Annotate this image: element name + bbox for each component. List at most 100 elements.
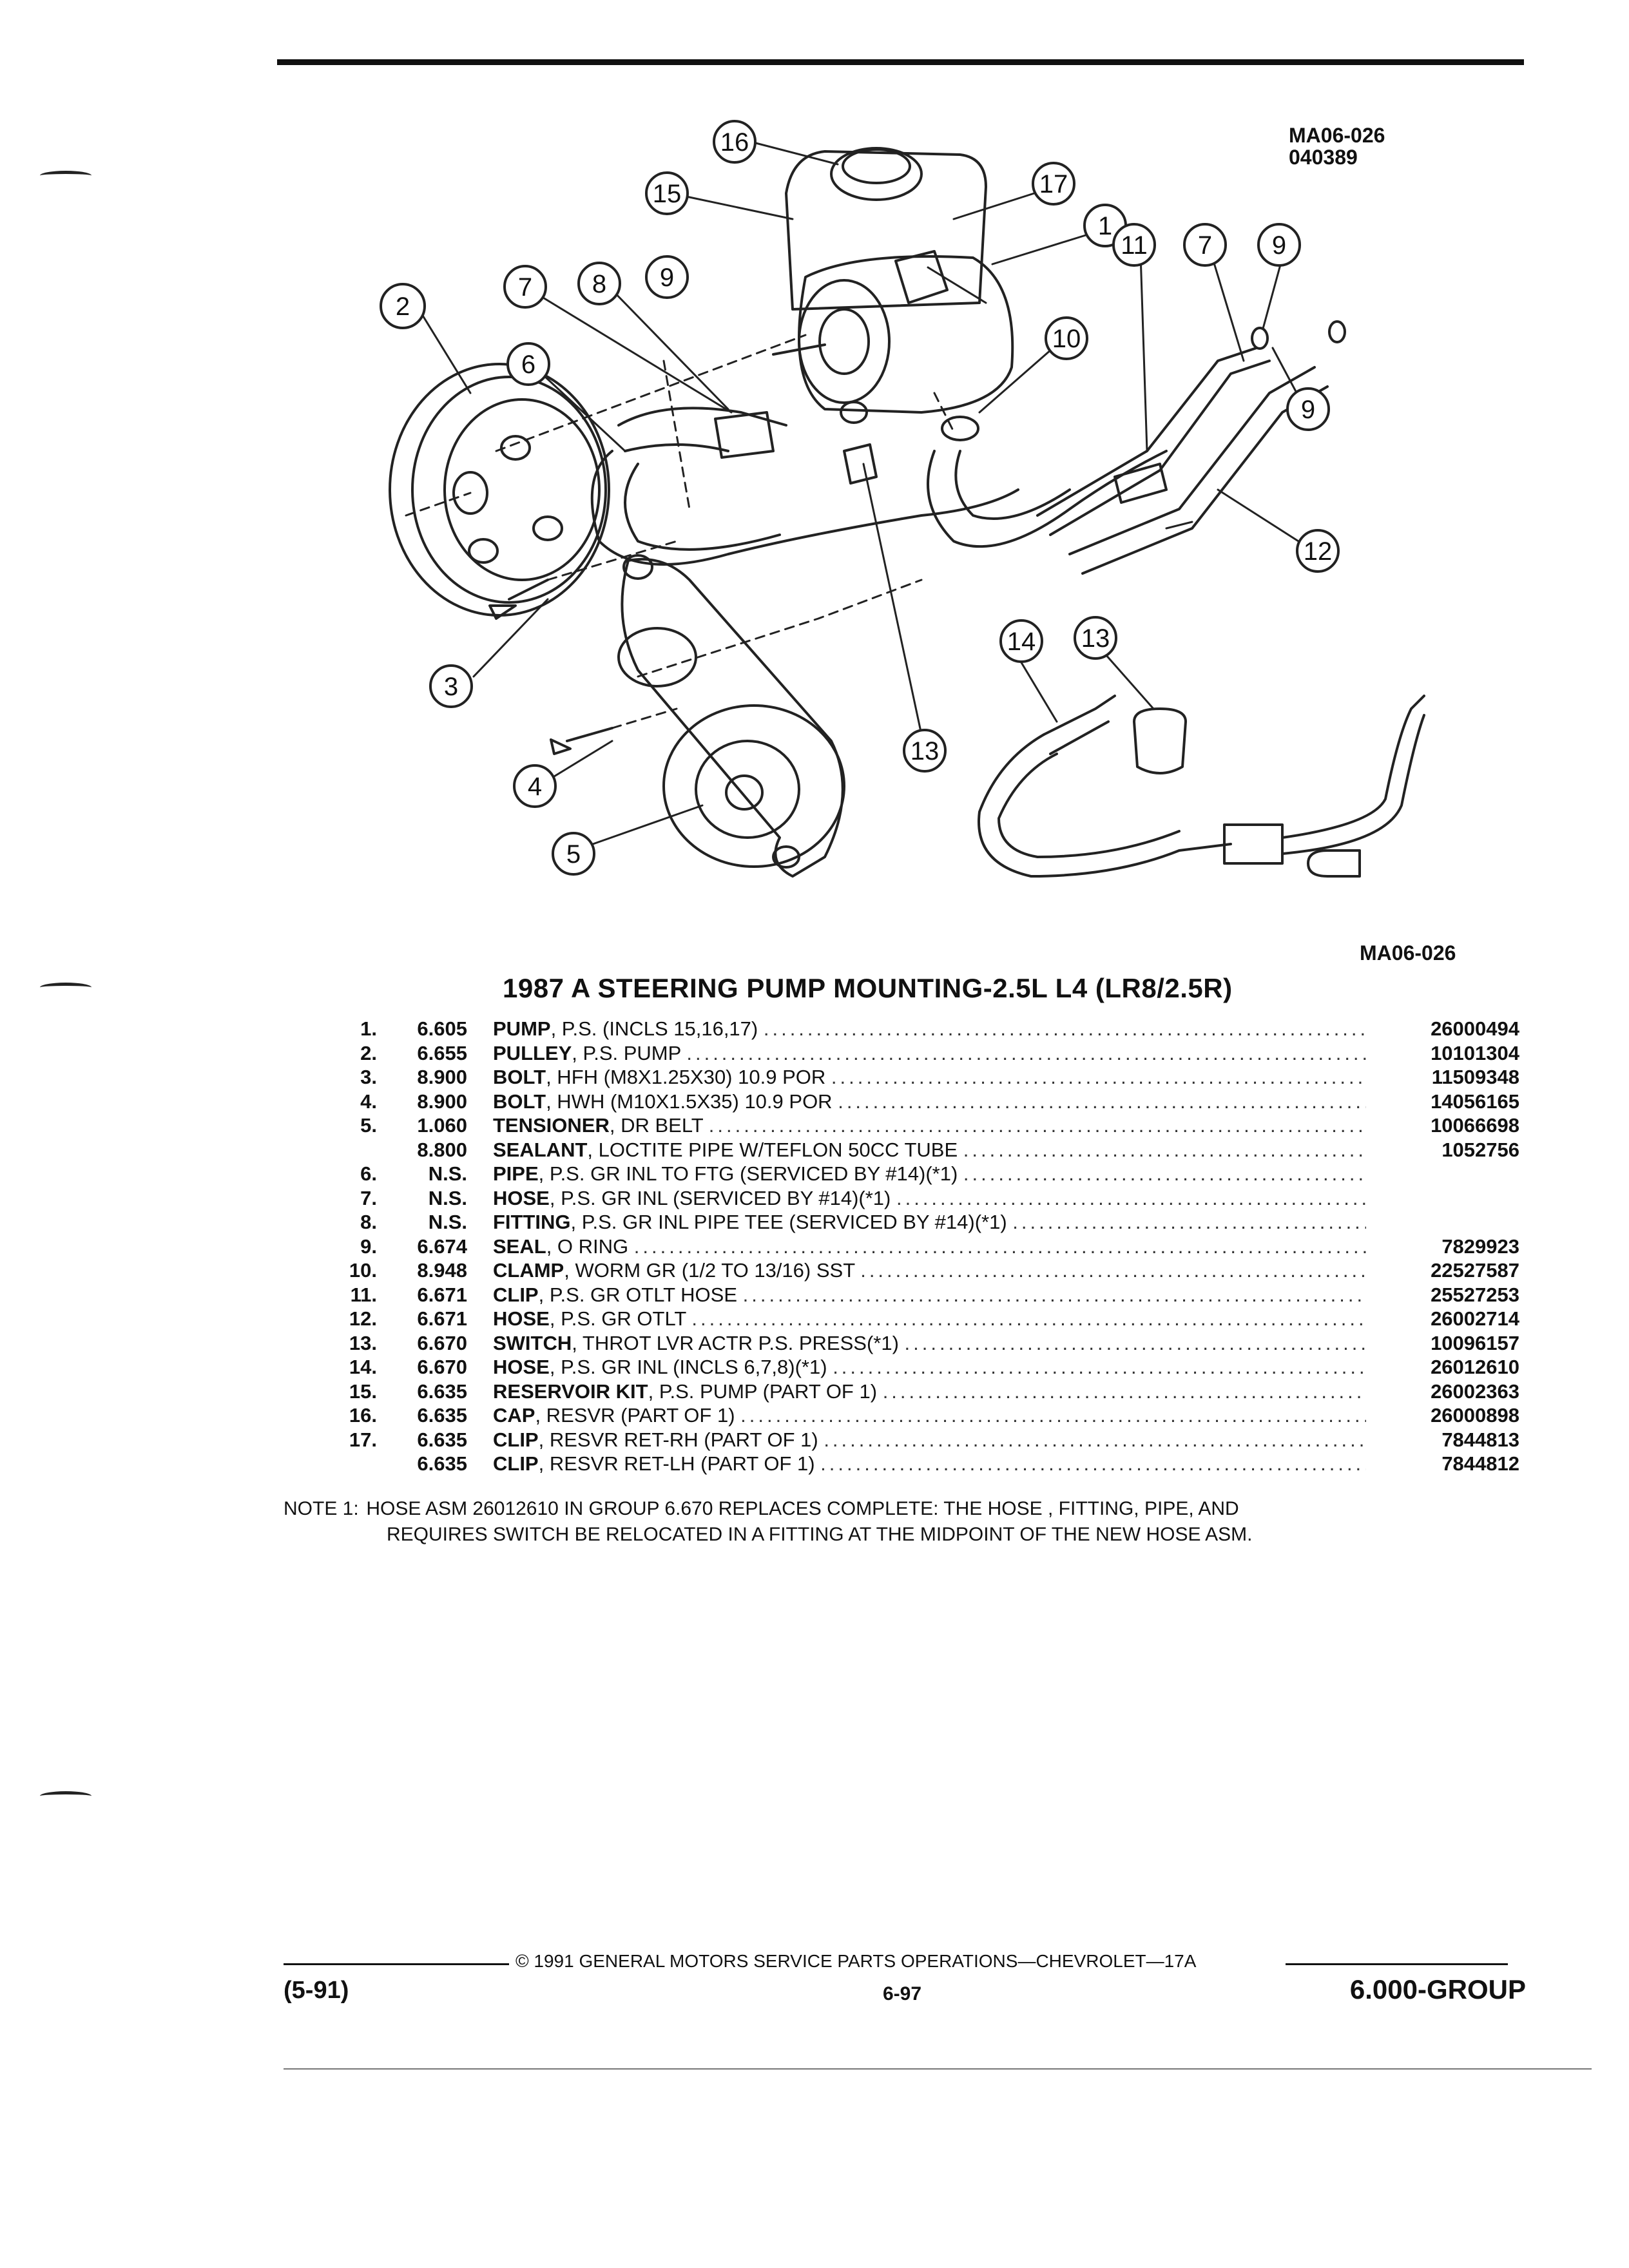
part-group: 8.900 — [417, 1090, 467, 1113]
part-name: CLAMP — [493, 1259, 564, 1282]
reservoir — [785, 150, 987, 311]
part-name: CLIP — [493, 1283, 539, 1306]
svg-text:7: 7 — [1198, 231, 1212, 260]
part-description: FITTING, P.S. GR INL PIPE TEE (SERVICED … — [493, 1210, 1366, 1234]
svg-text:14: 14 — [1007, 628, 1036, 656]
part-description: TENSIONER, DR BELT .....................… — [493, 1113, 1366, 1137]
part-name: HOSE — [493, 1356, 550, 1378]
leader-dots: ........................................… — [963, 1138, 1366, 1161]
footer-date: (5-91) — [284, 1977, 349, 2004]
callout-4: 4 — [513, 764, 557, 808]
part-detail: , HFH (M8X1.25X30) 10.9 POR — [546, 1066, 826, 1088]
part-number: 1. — [360, 1017, 377, 1040]
footer-group: 6.000-GROUP — [1349, 1974, 1526, 2004]
leader-dots: ........................................… — [1012, 1211, 1366, 1233]
part-number: 16. — [349, 1404, 377, 1427]
svg-text:9: 9 — [660, 264, 674, 292]
hose-assembly-14 — [978, 733, 1232, 878]
part-description: PULLEY, P.S. PUMP ......................… — [493, 1041, 1366, 1065]
callout-7b: 7 — [1183, 223, 1227, 267]
leader-dots: ........................................… — [963, 1162, 1366, 1185]
part-detail: , RESVR RET-LH (PART OF 1) — [538, 1452, 815, 1475]
bottom-rule — [284, 2068, 1592, 2070]
callout-8: 8 — [577, 262, 621, 305]
part-description: BOLT, HFH (M8X1.25X30) 10.9 POR ........… — [493, 1065, 1366, 1089]
part-catalog-number: 22527587 — [1431, 1259, 1519, 1282]
leader-dots: ........................................… — [633, 1235, 1366, 1258]
part-catalog-number: 26002363 — [1431, 1379, 1519, 1403]
part-group: 8.900 — [417, 1066, 467, 1088]
part-name: PULLEY — [493, 1041, 572, 1064]
part-name: RESERVOIR KIT — [493, 1379, 648, 1403]
svg-text:7: 7 — [518, 273, 532, 302]
part-row: 6.N.S.PIPE, P.S. GR INL TO FTG (SERVICED… — [303, 1162, 1527, 1186]
tee-fitting — [1223, 823, 1284, 865]
part-name: BOLT — [493, 1066, 546, 1088]
part-group: N.S. — [428, 1211, 467, 1233]
svg-text:9: 9 — [1272, 231, 1286, 260]
part-description: CLIP, P.S. GR OTLT HOSE ................… — [493, 1283, 1366, 1307]
callout-9: 9 — [645, 255, 689, 299]
part-catalog-number: 26012610 — [1431, 1356, 1519, 1378]
part-detail: , P.S. GR OTLT HOSE — [538, 1283, 737, 1306]
part-description: BOLT, HWH (M10X1.5X35) 10.9 POR ........… — [493, 1090, 1366, 1113]
part-name: PIPE — [493, 1162, 539, 1185]
svg-text:13: 13 — [911, 737, 940, 765]
svg-text:12: 12 — [1304, 537, 1333, 566]
part-description: CLIP, RESVR RET-RH (PART OF 1) .........… — [493, 1428, 1366, 1452]
callout-15: 15 — [645, 171, 689, 215]
part-detail: , LOCTITE PIPE W/TEFLON 50CC TUBE — [587, 1138, 958, 1161]
part-detail: , P.S. PUMP — [572, 1041, 681, 1064]
callout-6: 6 — [506, 342, 550, 386]
part-catalog-number: 10096157 — [1431, 1331, 1519, 1354]
part-detail: , P.S. GR OTLT — [549, 1307, 686, 1330]
top-rule — [277, 59, 1524, 65]
pulley — [389, 363, 610, 617]
part-catalog-number: 26002714 — [1431, 1307, 1519, 1330]
svg-text:1: 1 — [1098, 212, 1112, 240]
svg-text:8: 8 — [592, 270, 606, 298]
leader-dots: ........................................… — [904, 1331, 1366, 1354]
callout-5: 5 — [552, 832, 595, 876]
part-detail: , DR BELT — [609, 1114, 704, 1137]
leader-dots: ........................................… — [708, 1114, 1366, 1137]
footer-copyright: © 1991 GENERAL MOTORS SERVICE PARTS OPER… — [516, 1951, 1197, 1971]
svg-text:2: 2 — [396, 293, 410, 321]
o-ring-9c — [840, 401, 868, 424]
page-title: 1987 A STEERING PUMP MOUNTING-2.5L L4 (L… — [503, 973, 1233, 1003]
part-description: CLIP, RESVR RET-LH (PART OF 1) .........… — [493, 1452, 1366, 1475]
note-line-1: HOSE ASM 26012610 IN GROUP 6.670 REPLACE… — [366, 1498, 1239, 1519]
gm-logo — [1307, 849, 1361, 878]
part-description: HOSE, P.S. GR INL (INCLS 6,7,8)(*1) ....… — [493, 1355, 1366, 1379]
callout-13: 13 — [1074, 616, 1117, 660]
bolt-3 — [488, 579, 549, 620]
note: NOTE 1: HOSE ASM 26012610 IN GROUP 6.670… — [284, 1496, 1253, 1548]
leader-dots: ........................................… — [831, 1066, 1366, 1088]
leader-dots: ........................................… — [838, 1090, 1366, 1113]
switch-13b — [1133, 707, 1187, 774]
part-number: 7. — [360, 1186, 377, 1209]
outlet-pipe-upper — [1036, 347, 1271, 536]
part-name: HOSE — [493, 1307, 550, 1330]
part-detail: , P.S. (INCLS 15,16,17) — [550, 1017, 758, 1040]
part-description: SWITCH, THROT LVR ACTR P.S. PRESS(*1) ..… — [493, 1331, 1366, 1355]
part-description: RESERVOIR KIT, P.S. PUMP (PART OF 1) ...… — [493, 1379, 1366, 1403]
part-detail: , O RING — [546, 1235, 629, 1258]
part-catalog-number: 14056165 — [1431, 1090, 1519, 1113]
part-group: 8.800 — [417, 1138, 467, 1161]
part-number: 2. — [360, 1041, 377, 1064]
part-number: 12. — [349, 1307, 377, 1330]
part-catalog-number: 1052756 — [1441, 1138, 1519, 1161]
part-group: 6.655 — [417, 1041, 467, 1064]
part-number: 3. — [360, 1066, 377, 1088]
leader-dots: ........................................… — [833, 1356, 1366, 1378]
part-name: PUMP — [493, 1017, 551, 1040]
fitting — [714, 411, 775, 459]
